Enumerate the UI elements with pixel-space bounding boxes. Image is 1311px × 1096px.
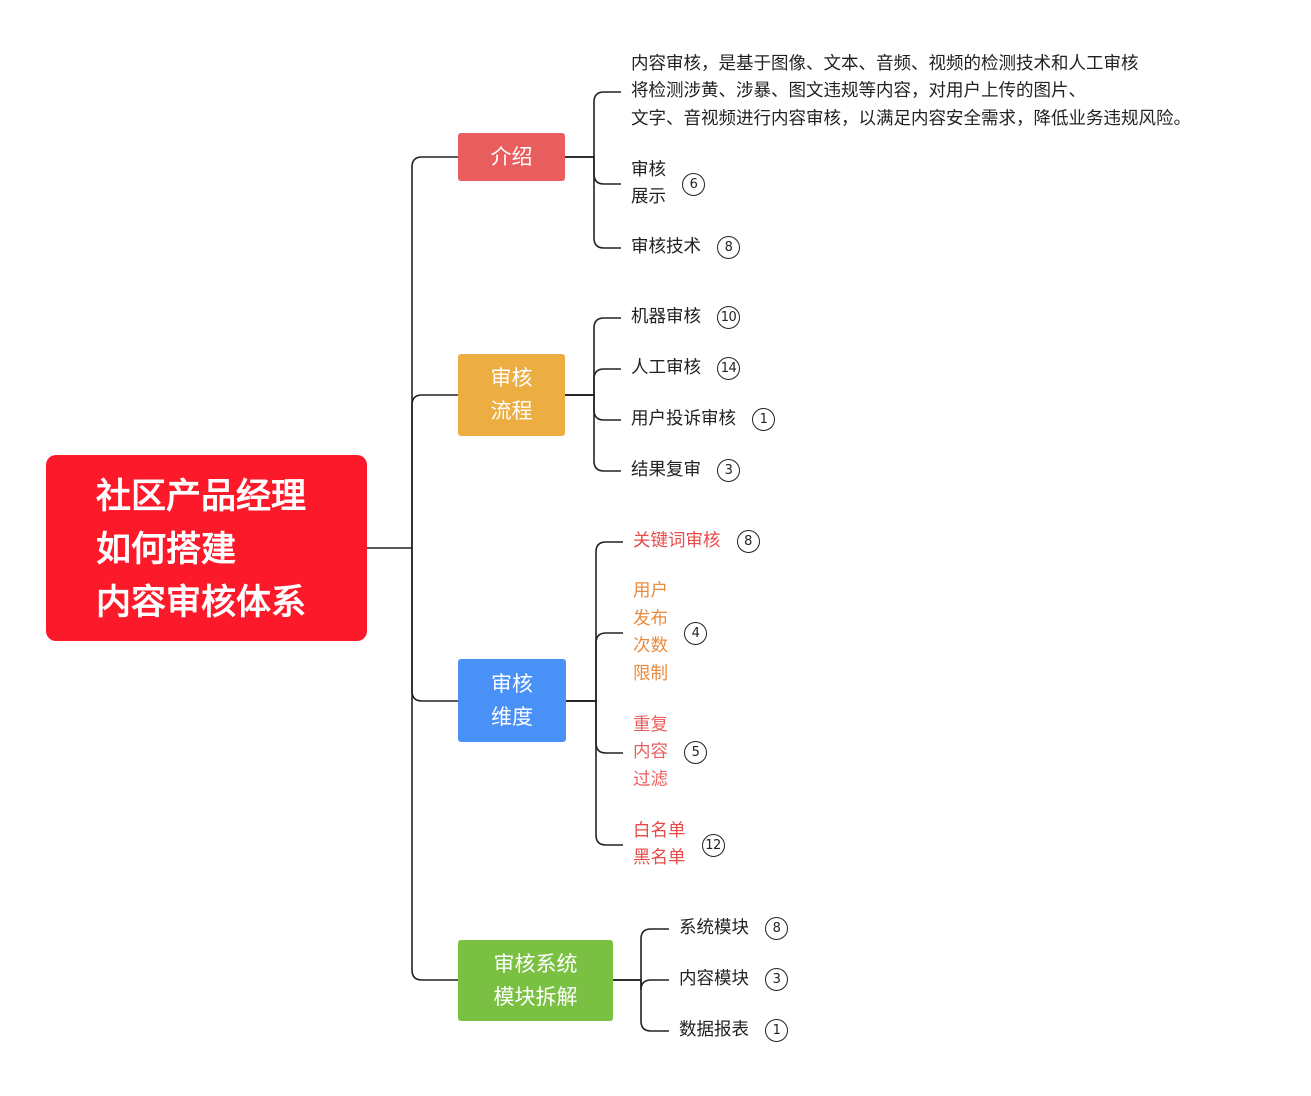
branch-topic-label: 审核系统 [493, 951, 578, 976]
leaf-topic-text: 结果复审 [631, 457, 701, 485]
leaf-topic[interactable]: 重复内容过滤 5 [633, 712, 707, 795]
leaf-topic[interactable]: 系统模块 8 [679, 915, 788, 943]
leaf-topic-text: 重复内容过滤 [633, 712, 668, 795]
branch-topic-label: 维度 [491, 704, 533, 729]
leaf-topic-text: 人工审核 [631, 355, 701, 383]
leaf-connector-dimension-3 [566, 700, 623, 846]
child-count-badge[interactable]: 8 [765, 917, 788, 941]
root-topic-line: 内容审核体系 [96, 583, 307, 623]
leaf-connector-process-1 [565, 368, 621, 396]
leaf-topic-line: 系统模块 [679, 918, 749, 938]
leaf-topic-text: 关键词审核 [633, 528, 721, 556]
child-count-badge[interactable]: 3 [765, 968, 788, 992]
root-topic-line: 社区产品经理 [96, 477, 307, 517]
leaf-topic-line: 将检测涉黄、涉暴、图文违规等内容，对用户上传的图片、 [631, 81, 1086, 101]
leaf-topic-line: 审核技术 [631, 237, 701, 257]
leaf-connector-intro-0 [565, 91, 621, 158]
leaf-topic-text: 机器审核 [631, 304, 701, 332]
leaf-topic[interactable]: 审核技术 8 [631, 234, 740, 262]
child-count-badge[interactable]: 1 [765, 1019, 788, 1043]
leaf-topic[interactable]: 用户发布次数限制 4 [633, 578, 707, 688]
leaf-topic-line: 审核 [631, 159, 666, 180]
child-count-badge[interactable]: 1 [752, 408, 775, 432]
branch-connector-process [411, 394, 458, 548]
branch-topic-label: 审核 [490, 366, 533, 390]
child-count-badge[interactable]: 12 [701, 833, 725, 857]
child-count-badge[interactable]: 10 [717, 306, 740, 330]
branch-topic-process[interactable]: 审核流程 [458, 354, 565, 436]
leaf-connector-process-3 [565, 394, 621, 472]
branch-connector-modules [411, 548, 458, 981]
leaf-topic-text: 审核技术 [631, 234, 701, 262]
child-count-badge[interactable]: 6 [682, 172, 705, 196]
leaf-topic[interactable]: 关键词审核 8 [633, 528, 760, 556]
child-count-badge[interactable]: 14 [717, 357, 740, 381]
leaf-connector-intro-2 [565, 156, 621, 249]
leaf-topic-text: 用户投诉审核 [631, 406, 736, 434]
leaf-topic-line: 黑名单 [633, 848, 686, 868]
leaf-topic-line: 用户投诉审核 [631, 409, 736, 429]
leaf-topic-text: 数据报表 [679, 1017, 749, 1045]
leaf-topic[interactable]: 用户投诉审核 1 [631, 406, 775, 434]
leaf-topic[interactable]: 人工审核 14 [631, 355, 740, 383]
leaf-topic-line: 内容 [633, 742, 668, 762]
leaf-connector-dimension-1 [566, 632, 623, 702]
leaf-topic-line: 发布 [633, 608, 668, 629]
leaf-topic[interactable]: 内容模块 3 [679, 966, 788, 994]
leaf-topic-text: 内容模块 [679, 966, 749, 994]
leaf-topic[interactable]: 内容审核，是基于图像、文本、音频、视频的检测技术和人工审核将检测涉黄、涉暴、图文… [631, 51, 1191, 134]
child-count-badge[interactable]: 3 [717, 459, 740, 483]
branch-topic-label: 流程 [490, 399, 533, 423]
leaf-connector-process-2 [565, 394, 621, 421]
leaf-topic-line: 次数 [633, 636, 668, 656]
leaf-topic[interactable]: 结果复审 3 [631, 457, 740, 485]
child-count-badge[interactable]: 8 [717, 236, 740, 260]
leaf-topic-line: 重复 [633, 714, 668, 735]
leaf-topic-line: 过滤 [633, 769, 668, 790]
leaf-topic[interactable]: 数据报表 1 [679, 1017, 788, 1045]
leaf-topic-text: 审核展示 [631, 157, 666, 212]
leaf-topic-line: 机器审核 [631, 307, 701, 327]
leaf-topic-line: 关键词审核 [633, 531, 721, 551]
leaf-topic-line: 内容审核，是基于图像、文本、音频、视频的检测技术和人工审核 [631, 53, 1139, 74]
leaf-topic[interactable]: 白名单黑名单 12 [633, 818, 725, 873]
branch-connector-dimension [411, 548, 458, 702]
root-topic-line: 如何搭建 [96, 530, 237, 570]
leaf-topic-line: 用户 [633, 581, 668, 601]
leaf-connector-modules-0 [613, 928, 669, 981]
child-count-badge[interactable]: 4 [684, 621, 707, 645]
leaf-topic-text: 内容审核，是基于图像、文本、音频、视频的检测技术和人工审核将检测涉黄、涉暴、图文… [631, 51, 1191, 134]
leaf-topic-text: 用户发布次数限制 [633, 578, 668, 688]
leaf-connector-process-0 [565, 317, 621, 396]
leaf-connector-intro-1 [565, 156, 621, 185]
root-topic[interactable]: 社区产品经理如何搭建内容审核体系 [46, 455, 367, 641]
leaf-topic-line: 数据报表 [679, 1020, 749, 1040]
leaf-topic-line: 限制 [633, 663, 668, 684]
leaf-topic-text: 白名单黑名单 [633, 818, 686, 873]
branch-topic-modules[interactable]: 审核系统模块拆解 [458, 940, 613, 1021]
branch-topic-label: 模块拆解 [493, 984, 578, 1009]
leaf-topic-line: 白名单 [633, 820, 686, 841]
leaf-connector-modules-2 [613, 979, 669, 1032]
branch-topic-dimension[interactable]: 审核维度 [458, 659, 566, 742]
leaf-connector-dimension-2 [566, 700, 623, 754]
leaf-topic-line: 内容模块 [679, 969, 749, 989]
leaf-topic-line: 展示 [631, 187, 666, 207]
leaf-topic-line: 文字、音视频进行内容审核，以满足内容安全需求，降低业务违规风险。 [631, 108, 1191, 129]
leaf-topic-line: 结果复审 [631, 460, 701, 480]
child-count-badge[interactable]: 8 [736, 530, 760, 554]
leaf-topic-line: 人工审核 [631, 358, 701, 378]
branch-topic-intro[interactable]: 介绍 [458, 133, 565, 181]
leaf-connector-dimension-0 [566, 541, 623, 702]
branch-topic-label: 介绍 [490, 144, 533, 169]
leaf-topic[interactable]: 审核展示 6 [631, 157, 705, 212]
leaf-topic[interactable]: 机器审核 10 [631, 304, 740, 332]
branch-topic-label: 审核 [491, 671, 533, 696]
child-count-badge[interactable]: 5 [684, 741, 707, 765]
leaf-topic-text: 系统模块 [679, 915, 749, 943]
branch-connector-intro [411, 156, 458, 548]
